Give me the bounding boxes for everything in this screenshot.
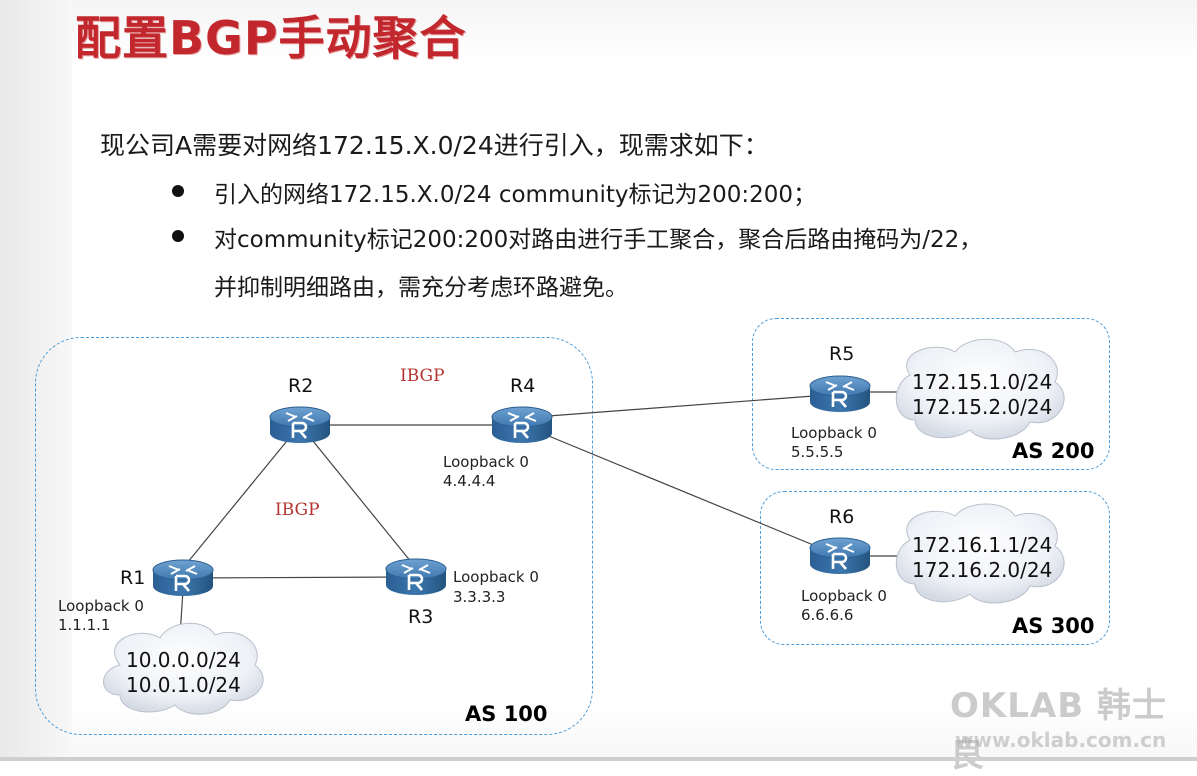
cloud-as200 <box>895 338 1065 440</box>
cloud-as100-net-2: 10.0.1.0/24 <box>126 673 241 697</box>
cloud-as300-net-2: 172.16.2.0/24 <box>912 558 1053 582</box>
bottom-bar <box>0 757 1197 761</box>
watermark-brand: OKLAB 韩士良 <box>950 686 1167 775</box>
cloud-as200-net-2: 172.15.2.0/24 <box>912 395 1053 419</box>
as100-zone <box>35 337 593 735</box>
r5-loopback-label: Loopback 0 <box>791 424 877 442</box>
r4-loopback-label: Loopback 0 <box>443 453 529 471</box>
r1-label: R1 <box>120 567 146 589</box>
r6-label: R6 <box>829 506 855 528</box>
r4-label: R4 <box>510 375 536 397</box>
intro-text: 现公司A需要对网络172.15.X.0/24进行引入，现需求如下： <box>100 131 769 160</box>
r3-loopback-ip: 3.3.3.3 <box>453 588 506 606</box>
r6-loopback-ip: 6.6.6.6 <box>801 606 854 624</box>
slide-title: 配置BGP手动聚合 <box>75 11 467 65</box>
bullet-2-continued: 并抑制明细路由，需充分考虑环路避免。 <box>214 275 628 301</box>
r1-loopback-label: Loopback 0 <box>58 597 144 615</box>
router-r4 <box>490 405 554 445</box>
link-r4-r5 <box>521 393 841 419</box>
watermark-url: www.oklab.com.cn <box>955 728 1167 752</box>
link-r4-r6 <box>521 424 841 557</box>
cloud-as200-net-1: 172.15.1.0/24 <box>912 370 1053 394</box>
ibgp-label-top: IBGP <box>400 366 445 386</box>
router-r3 <box>384 557 448 597</box>
r6-loopback-label: Loopback 0 <box>801 587 887 605</box>
link-r2-r3 <box>299 424 417 569</box>
bullet-1: 引入的网络172.15.X.0/24 community标记为200:200； <box>214 182 817 208</box>
r3-label: R3 <box>408 606 434 628</box>
cloud-as100 <box>103 622 264 715</box>
as200-label: AS 200 <box>1012 439 1095 463</box>
router-r6 <box>808 536 872 576</box>
cloud-as300-net-1: 172.16.1.1/24 <box>912 533 1053 557</box>
r2-label: R2 <box>288 375 314 397</box>
router-r2 <box>268 405 332 445</box>
bullet-dot <box>172 185 184 197</box>
router-r1 <box>151 558 215 598</box>
r4-loopback-ip: 4.4.4.4 <box>443 472 496 490</box>
link-r1-r3 <box>182 576 417 579</box>
router-r5 <box>808 374 872 414</box>
as200-zone <box>752 318 1110 470</box>
r1-loopback-ip: 1.1.1.1 <box>58 616 111 634</box>
as300-label: AS 300 <box>1012 614 1095 638</box>
cloud-as300 <box>895 503 1065 604</box>
as300-zone <box>760 491 1110 645</box>
cloud-as100-net-1: 10.0.0.0/24 <box>126 648 241 672</box>
r5-loopback-ip: 5.5.5.5 <box>791 443 844 461</box>
ibgp-label-center: IBGP <box>275 500 320 520</box>
r5-label: R5 <box>829 343 855 365</box>
r3-loopback-label: Loopback 0 <box>453 568 539 586</box>
bullet-2: 对community标记200:200对路由进行手工聚合，聚合后路由掩码为/22… <box>214 227 983 253</box>
as100-label: AS 100 <box>465 702 548 726</box>
bullet-dot <box>172 230 184 242</box>
link-r1-r2 <box>182 424 301 569</box>
